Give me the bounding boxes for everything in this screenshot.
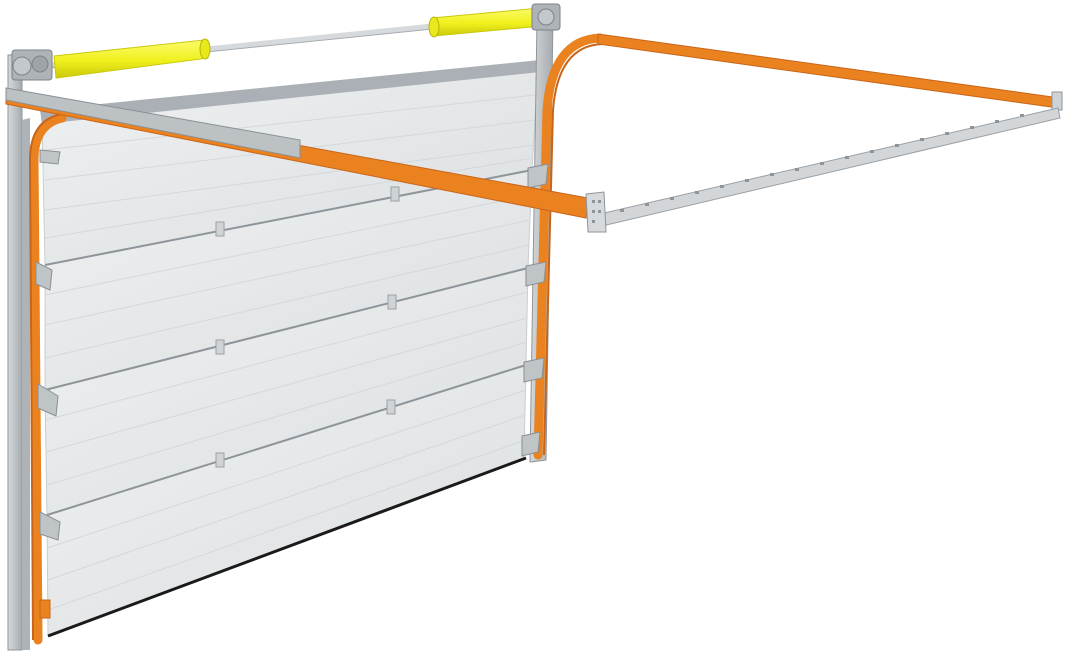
torsion-spring-icon [428,7,543,38]
left-jamb-flange [22,118,30,650]
hinge-icon [215,339,225,355]
door-bottom-seal [47,456,527,638]
rail-perforations [620,114,1024,212]
door-top-header [40,60,540,124]
roller-bracket-icon [527,163,549,189]
left-guide-track-edge [28,113,63,641]
left-frame [7,54,67,651]
hinge-icon [215,221,225,237]
right-guide-track [533,33,605,460]
hinge-icon [387,294,397,310]
left-track-angle-iron [5,87,301,159]
torsion-assembly [11,3,561,81]
right-horizontal-track [597,33,1061,109]
rail-bracket-icon [1051,91,1063,111]
roller-bracket-icon [39,149,61,165]
roller-bracket-icon [521,431,541,457]
left-guide-track [29,113,67,645]
spring-drum-icon [11,49,53,81]
rear-perforated-rail [599,107,1061,227]
roller-bracket-icon [39,511,61,541]
door-panels [40,60,540,638]
bracket-holes [592,200,601,223]
roller-bracket-icon [525,261,547,287]
left-roller-brackets [35,149,61,541]
rail-bracket-icon [585,191,607,233]
roller-bracket-icon [37,383,59,417]
left-bottom-bracket [39,599,51,619]
torsion-spring-icon [53,38,211,79]
left-jamb-post [7,54,23,651]
right-roller-brackets [521,163,549,457]
hinge-icon [390,186,400,202]
panel-stripes [44,94,536,611]
roller-bracket-icon [523,357,545,383]
right-guide-track-edge [543,43,603,456]
spring-drum-icon [531,3,561,31]
horizontal-tracks [5,33,1063,233]
roller-bracket-icon [35,261,53,291]
hinge-icon [215,452,225,468]
hinge-icon [386,399,396,415]
center-hinges [215,186,400,468]
